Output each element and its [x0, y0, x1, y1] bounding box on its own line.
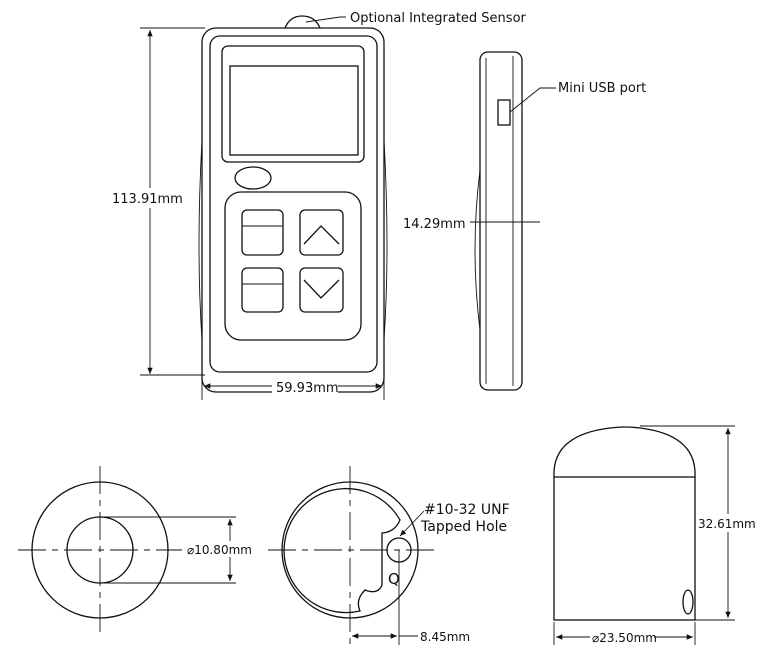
key-bottom-left	[241, 267, 284, 313]
sensor-mount-view: Q	[268, 466, 435, 645]
width-dimension-label: 59.93mm	[276, 381, 339, 396]
power-button	[234, 166, 272, 190]
sensor-height-label: 32.61mm	[698, 517, 756, 531]
sensor-bottom-view	[18, 466, 236, 636]
tapped-hole-label-line1: #10-32 UNF	[424, 502, 510, 518]
svg-text:Q: Q	[388, 570, 400, 588]
usb-port	[497, 99, 511, 126]
key-top-left	[241, 209, 284, 256]
key-down	[299, 267, 344, 313]
sensor-callout: Optional Integrated Sensor	[350, 11, 527, 26]
sensor-bump	[284, 15, 321, 29]
hole-offset-label: 8.45mm	[420, 630, 470, 644]
sensor-side-view	[553, 425, 735, 645]
inner-diameter-label: ⌀10.80mm	[187, 543, 252, 557]
sensor-diameter-label: ⌀23.50mm	[592, 631, 657, 645]
key-up	[299, 209, 344, 256]
usb-port-callout: Mini USB port	[558, 81, 646, 96]
device-side-view	[470, 51, 556, 391]
depth-dimension-label: 14.29mm	[403, 217, 466, 232]
keypad	[224, 191, 362, 341]
device-front-view	[198, 15, 388, 393]
screen	[229, 65, 359, 156]
tapped-hole-label-line2: Tapped Hole	[420, 519, 507, 535]
screen-bezel	[221, 45, 365, 163]
height-dimension-label: 113.91mm	[112, 192, 183, 207]
